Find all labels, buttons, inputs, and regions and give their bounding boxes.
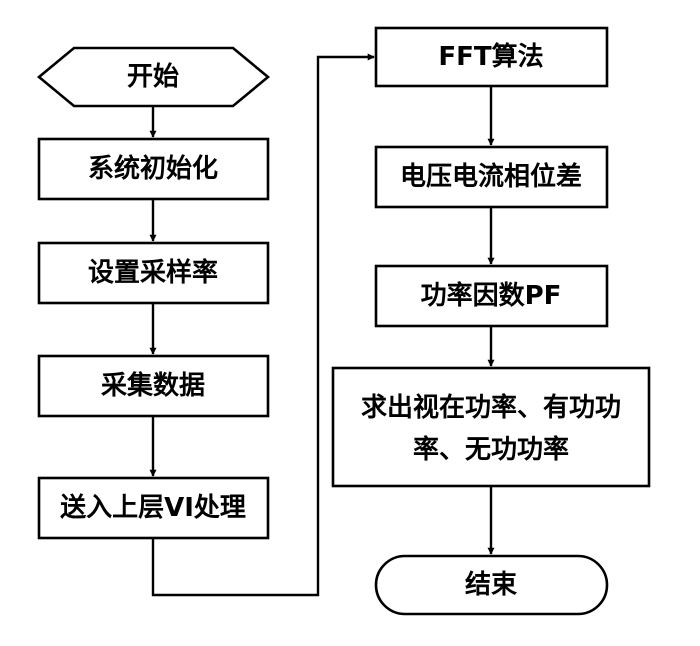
collect-step [37,354,270,418]
start-label: 开始 [127,62,179,92]
collect-label: 采集数据 [101,370,205,401]
compute-power-label-line2: 率、无功功率 [413,434,569,465]
send-vi-step [37,476,270,540]
connector-to-fft [151,53,375,597]
power-factor-label: 功率因数PF [421,280,562,311]
set-rate-label: 设置采样率 [88,257,218,288]
compute-power-label-line1: 求出视在功率、有功功 [361,392,621,423]
compute-power-step [331,366,651,488]
phase-diff-label: 电压电流相位差 [400,161,582,192]
fft-step [374,26,609,88]
fft-label: FFT算法 [438,41,543,72]
end-label: 结束 [465,569,518,600]
send-vi-label: 送入上层VI处理 [60,493,246,523]
init-label: 系统初始化 [88,153,218,184]
start-node [36,46,271,108]
init-step [37,137,270,201]
end-node [374,554,609,616]
